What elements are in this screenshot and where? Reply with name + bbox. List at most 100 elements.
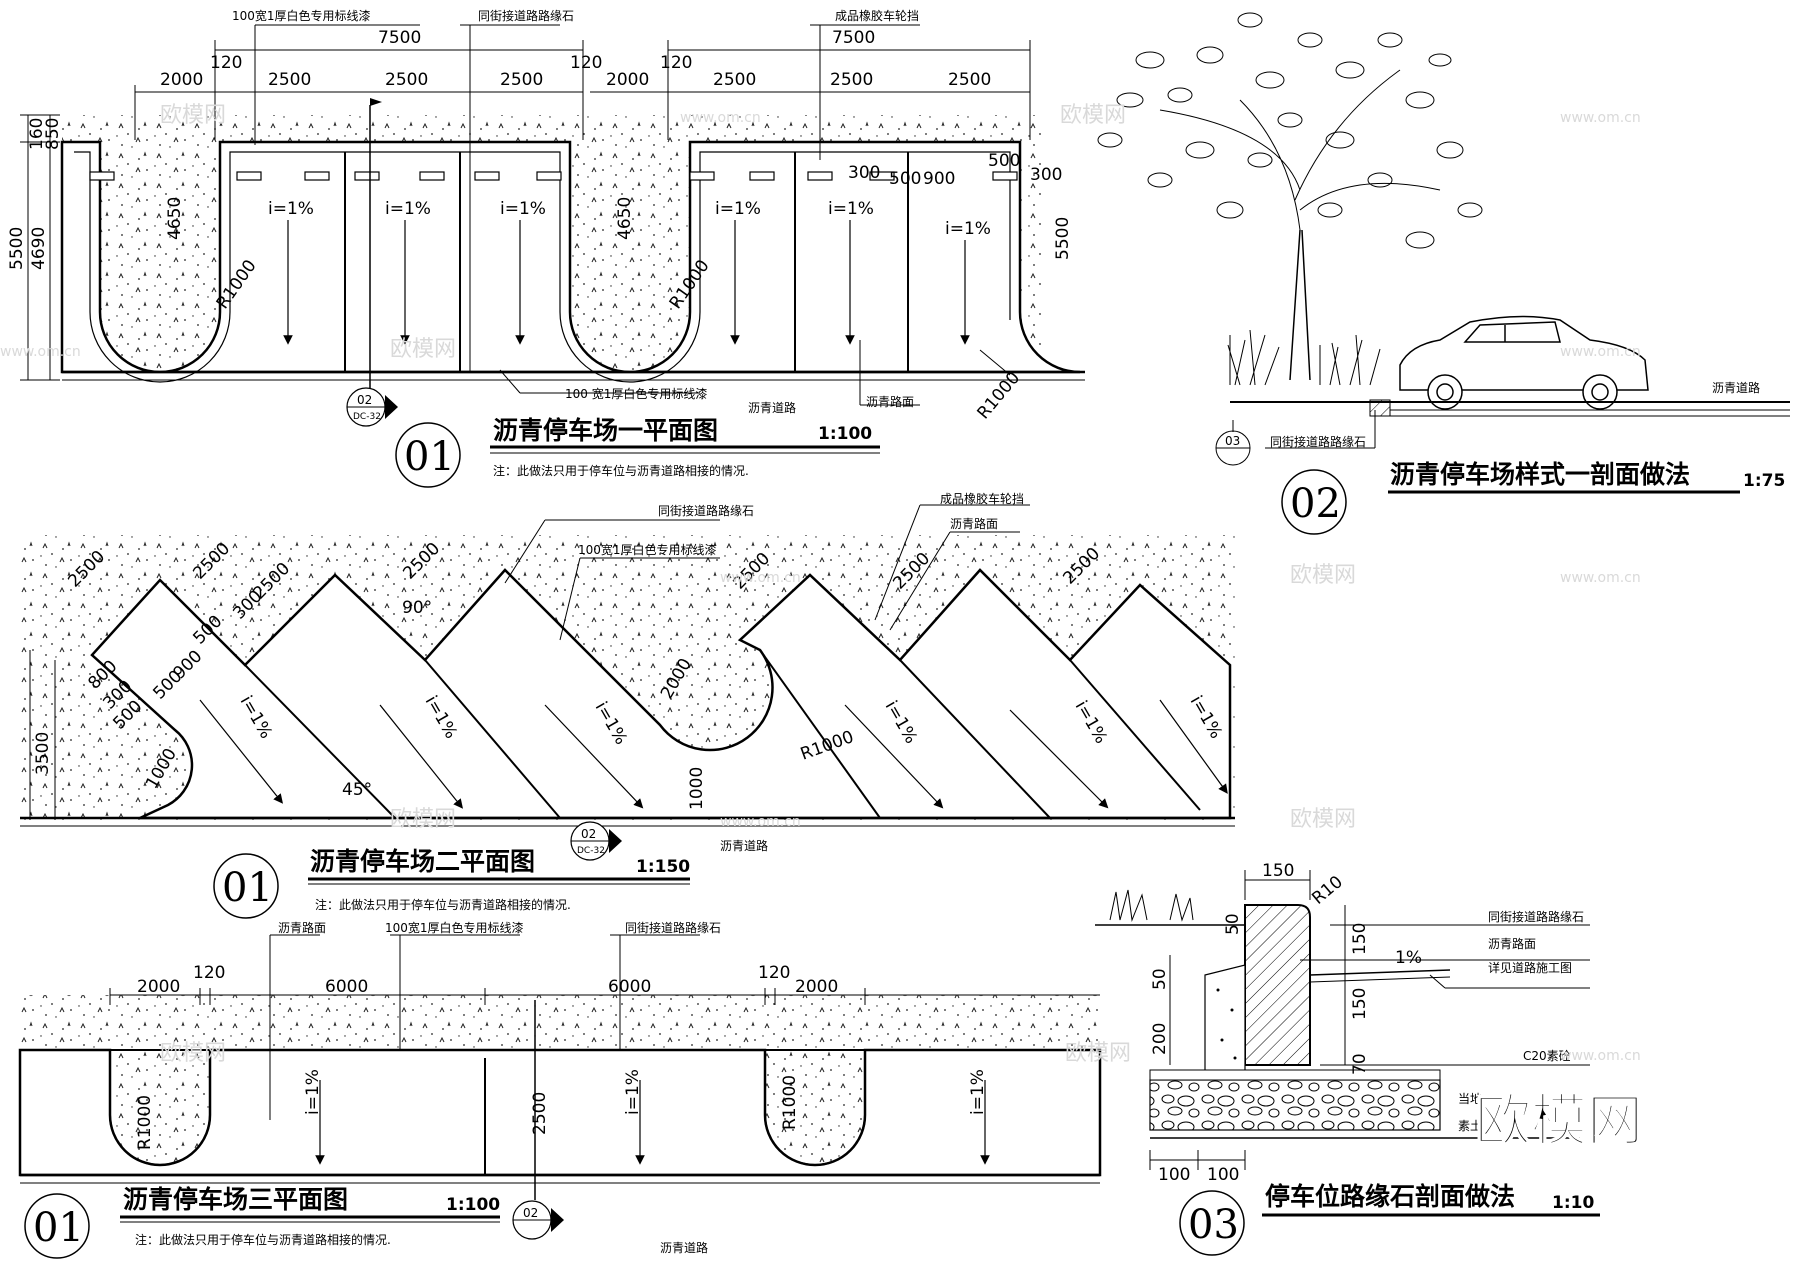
- s3-dim-150-b: 150: [1350, 988, 1370, 1020]
- svg-text:www.om.cn: www.om.cn: [1560, 344, 1641, 360]
- section-03: 150 R10 50 150 150 70 50 200 100 100 1% …: [1095, 861, 1600, 1256]
- plan-1: i=1% i=1% i=1% i=1% i=1% i=1% 7500 7500 …: [7, 8, 1085, 488]
- dim-2500-a: 2500: [268, 70, 311, 90]
- dim-300-b: 300: [1030, 165, 1062, 185]
- dim-2500-e: 2500: [830, 70, 873, 90]
- s3-pave: 沥青路面: [1488, 936, 1536, 951]
- dim-850: 850: [43, 118, 63, 150]
- section2-ref: 03: [1215, 420, 1251, 466]
- s3-dim-r10: R10: [1308, 872, 1346, 909]
- plan2-number: 01: [222, 865, 273, 911]
- s3-slope: 1%: [1395, 948, 1422, 968]
- slope-label: i=1%: [715, 199, 761, 219]
- s3-local: 当地: [1458, 1092, 1482, 1106]
- plan2-note: 注：此做法只用于停车位与沥青道路相接的情况.: [315, 897, 571, 912]
- shrubs: [1227, 329, 1381, 386]
- dim-6000-b: 6000: [608, 977, 651, 997]
- slope-label: i=1%: [268, 199, 314, 219]
- svg-text:02: 02: [581, 827, 596, 841]
- plan3-curb: 同街接道路路缘石: [625, 920, 721, 935]
- dim-120-c: 120: [660, 53, 692, 73]
- svg-text:www.om.cn: www.om.cn: [0, 344, 81, 360]
- plan1-scale: 1:100: [818, 424, 872, 444]
- s3-dim-70: 70: [1350, 1053, 1370, 1075]
- dim-120-b: 120: [758, 963, 790, 983]
- watermarks: 欧模网 欧模网 欧模网 欧模网 欧模网 欧模网 欧模网 欧模网 www.om.c…: [0, 103, 1644, 1155]
- dim-120-b: 120: [570, 53, 602, 73]
- dim-5500-right: 5500: [1053, 217, 1073, 260]
- curb-stone: [1244, 904, 1311, 1066]
- slope-label: i=1%: [945, 219, 991, 239]
- svg-text:i=1%: i=1%: [968, 1069, 988, 1115]
- plan3-note: 注：此做法只用于停车位与沥青道路相接的情况.: [135, 1232, 391, 1247]
- section3-title: 停车位路缘石剖面做法: [1265, 1182, 1515, 1211]
- s3-dim-150-top: 150: [1262, 861, 1294, 881]
- s3-dim-150-a: 150: [1350, 923, 1370, 955]
- svg-text:www.om.cn: www.om.cn: [680, 110, 761, 126]
- plan3-pave: 沥青路面: [278, 920, 326, 935]
- section2-scale: 1:75: [1743, 471, 1785, 491]
- svg-text:i=1%: i=1%: [303, 1069, 323, 1115]
- svg-text:欧模网: 欧模网: [1060, 103, 1126, 128]
- plan2-section-ref: 02 DC-32: [570, 821, 622, 861]
- dim-2000-a: 2000: [137, 977, 180, 997]
- dim-2000-a: 2000: [160, 70, 203, 90]
- s3-c20: C20素砼: [1523, 1049, 1571, 1063]
- svg-text:02: 02: [523, 1206, 538, 1220]
- plan-3: i=1% i=1% i=1% 2000 120 6000 6000 120 20…: [18, 920, 1102, 1259]
- plan3-line-paint: 100宽1厚白色专用标线漆: [385, 920, 524, 935]
- dim-3500: 3500: [33, 732, 53, 775]
- dim-2500-b: 2500: [385, 70, 428, 90]
- plan2-pave: 沥青路面: [950, 516, 998, 531]
- svg-text:欧模网: 欧模网: [390, 807, 456, 832]
- car-icon: [1399, 315, 1649, 410]
- plan1-title: 沥青停车场一平面图: [493, 416, 718, 445]
- dim-2500-f: 2500: [948, 70, 991, 90]
- svg-text:www.om.cn: www.om.cn: [1560, 1048, 1641, 1064]
- slope-label: i=1%: [385, 199, 431, 219]
- dim-7500-a: 7500: [378, 28, 421, 48]
- svg-text:i=1%: i=1%: [623, 1069, 643, 1115]
- svg-text:www.om.cn: www.om.cn: [1560, 110, 1641, 126]
- dim-2500-d: 2500: [713, 70, 756, 90]
- plan1-left-bay: [60, 140, 1081, 374]
- svg-text:欧模网: 欧模网: [160, 103, 226, 128]
- plan3-road: 沥青道路: [660, 1240, 708, 1255]
- slope-label: i=1%: [828, 199, 874, 219]
- section2-road-label: 沥青道路: [1712, 380, 1760, 395]
- svg-text:欧模网: 欧模网: [1290, 563, 1356, 588]
- callout-pave: 沥青路面: [866, 394, 914, 409]
- plan1-section-ref: 02 DC-32: [346, 98, 398, 427]
- plan3-section-ref: 02: [512, 1000, 564, 1240]
- dim-6000-a: 6000: [325, 977, 368, 997]
- section-02: 沥青道路 同街接道路路缘石 03 02 沥青停车场样式一剖面做法 1:75: [1097, 12, 1790, 535]
- callout-line-paint-2: 100 宽1厚白色专用标线漆: [565, 386, 707, 401]
- svg-text:03: 03: [1225, 434, 1240, 448]
- dim-7500-b: 7500: [832, 28, 875, 48]
- callout-wheel-stop: 成品橡胶车轮挡: [835, 8, 919, 23]
- s3-dim-50-a: 50: [1223, 913, 1243, 935]
- plan3-number: 01: [33, 1205, 84, 1251]
- plan2-title: 沥青停车场二平面图: [310, 847, 535, 876]
- dim-4650-a: 4650: [165, 197, 185, 240]
- section2-title: 沥青停车场样式一剖面做法: [1390, 460, 1690, 489]
- dim-2500: 2500: [530, 1092, 550, 1135]
- dim-2500-c: 2500: [500, 70, 543, 90]
- svg-text:欧模网: 欧模网: [160, 1041, 226, 1066]
- plan1-number: 01: [404, 434, 455, 480]
- plan2-curb: 同街接道路路缘石: [658, 503, 754, 518]
- plan1-note: 注：此做法只用于停车位与沥青道路相接的情况.: [493, 463, 749, 478]
- section3-number: 03: [1188, 1202, 1239, 1248]
- plan2-road: 沥青道路: [720, 838, 768, 853]
- plan2-line-paint: 100宽1厚白色专用标线漆: [578, 542, 717, 557]
- dim-2000-b: 2000: [795, 977, 838, 997]
- callout-r1000: R1000: [974, 368, 1025, 423]
- s3-dim-100-b: 100: [1207, 1165, 1239, 1185]
- plan2-scale: 1:150: [636, 857, 690, 877]
- plan3-scale: 1:100: [446, 1195, 500, 1215]
- dim-500-b: 500: [889, 169, 921, 189]
- section2-number: 02: [1290, 481, 1341, 527]
- section2-curb-label: 同街接道路路缘石: [1270, 434, 1366, 449]
- s3-dim-100-a: 100: [1158, 1165, 1190, 1185]
